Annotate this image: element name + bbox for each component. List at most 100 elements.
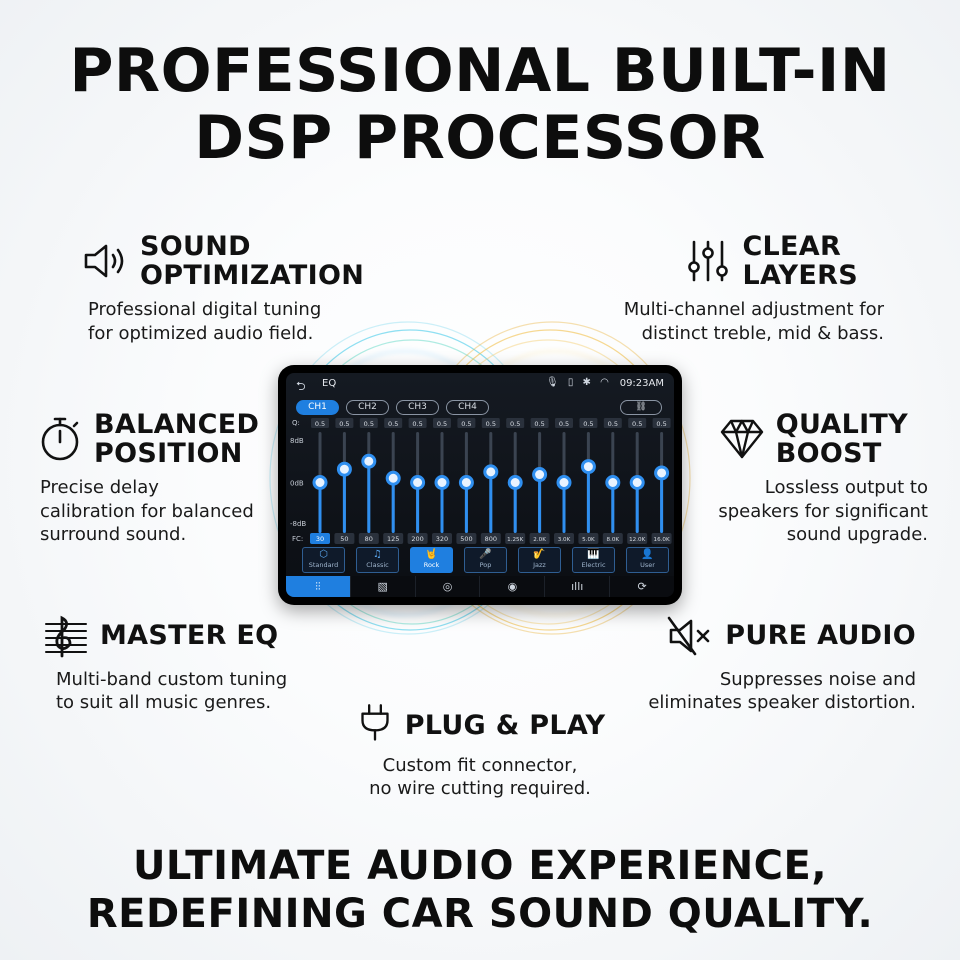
fc-value-box[interactable]: [456, 533, 477, 544]
feature-title-line: SOUND: [140, 231, 251, 262]
slider-knob[interactable]: [385, 470, 401, 486]
q-value-box[interactable]: [628, 418, 647, 428]
q-value-box[interactable]: [359, 418, 378, 428]
clock: 09:23AM: [619, 378, 664, 389]
fc-value-box[interactable]: [529, 533, 550, 544]
nav-eq-icon[interactable]: ⫶⫶: [286, 576, 350, 597]
fc-value: 50: [340, 535, 348, 543]
preset-standard[interactable]: ⬡Standard: [302, 547, 345, 573]
preset-electric[interactable]: 🎹Electric: [572, 547, 615, 573]
nav-speaker-layout-icon[interactable]: ▧: [349, 576, 415, 597]
feature-description: Suppresses noise and eliminates speaker …: [648, 669, 916, 714]
fc-value-box[interactable]: [651, 533, 672, 544]
fc-value-box[interactable]: [358, 533, 379, 544]
q-value-box[interactable]: [311, 418, 329, 428]
q-value-box[interactable]: [481, 418, 500, 428]
link-channels-button[interactable]: ⛓: [620, 400, 662, 415]
q-value: 0.5: [486, 420, 496, 428]
slider-knob[interactable]: [629, 475, 645, 490]
preset-classic[interactable]: ♫Classic: [356, 547, 399, 573]
fc-value: 2.0K: [533, 537, 546, 543]
nav-position-icon[interactable]: ◉: [479, 576, 544, 597]
music-staff-icon: [42, 612, 90, 660]
mute-icon: [667, 612, 715, 660]
preset-jazz[interactable]: 🎷Jazz: [518, 547, 561, 573]
preset-label: Classic: [366, 561, 389, 569]
slider-knob[interactable]: [410, 475, 426, 490]
q-value: 0.5: [559, 420, 569, 428]
db-scale-label: 0dB: [290, 480, 304, 488]
channel-tab-ch2[interactable]: CH2: [346, 400, 389, 415]
preset-bar: ⬡Standard ♫Classic 🤘Rock 🎤Pop 🎷Jazz 🎹Electric…: [302, 547, 669, 573]
back-icon[interactable]: ⮌: [296, 379, 306, 393]
fc-value-box[interactable]: [432, 533, 452, 544]
channel-tab-ch1[interactable]: CH1: [296, 400, 339, 415]
slider-fill: [489, 471, 493, 533]
slider-knob[interactable]: [483, 464, 499, 480]
q-value-box[interactable]: [506, 418, 525, 428]
nav-reset-icon[interactable]: ⟳: [609, 576, 674, 597]
feature-clear-layers: CLEAR LAYERS Multi-channel adjustment fo…: [624, 232, 884, 345]
feature-description: Lossless output to speakers for signific…: [718, 477, 928, 546]
eq-band-sliders: Q:8dB0dB-8dBFC:0.5300.5500.5800.51250.52…: [290, 418, 672, 544]
fc-value-box[interactable]: [602, 533, 623, 544]
status-icons: 🎙 ▯ ✱ ◠: [546, 377, 612, 388]
preset-rock[interactable]: 🤘Rock: [410, 547, 453, 573]
q-value-box[interactable]: [384, 418, 403, 428]
fc-value-box[interactable]: [310, 533, 330, 544]
preset-user[interactable]: 👤User: [626, 547, 669, 573]
fc-value: 30: [316, 535, 324, 543]
speaker-icon: [82, 237, 130, 285]
q-value: 0.5: [583, 420, 593, 428]
slider-fill: [635, 482, 639, 533]
slider-knob[interactable]: [336, 461, 352, 477]
slider-fill: [538, 474, 542, 533]
q-value-box[interactable]: [408, 418, 427, 428]
nav-speaker-icon[interactable]: ◎: [414, 576, 480, 597]
db-scale-label: 8dB: [290, 437, 304, 445]
feature-title-line: BOOST: [775, 438, 882, 470]
q-value-box[interactable]: [530, 418, 549, 428]
slider-knob[interactable]: [507, 475, 523, 490]
fc-value-box[interactable]: [505, 533, 526, 544]
q-value-box[interactable]: [579, 418, 598, 428]
slider-fill: [416, 482, 420, 533]
fc-value-box[interactable]: [334, 533, 355, 544]
slider-knob[interactable]: [532, 467, 548, 483]
slider-knob[interactable]: [580, 459, 596, 475]
slider-knob[interactable]: [556, 475, 572, 490]
slider-knob[interactable]: [312, 475, 328, 490]
plug-icon: [355, 702, 395, 750]
slider-knob[interactable]: [361, 453, 377, 469]
fc-value-box[interactable]: [578, 533, 599, 544]
channel-tab-ch3[interactable]: CH3: [396, 400, 439, 415]
fc-value-box[interactable]: [554, 533, 574, 544]
fc-value-box[interactable]: [627, 533, 648, 544]
q-value: 0.5: [315, 420, 325, 428]
q-value: 0.5: [534, 420, 544, 428]
fc-value: 125: [387, 535, 399, 543]
fc-value-box[interactable]: [383, 533, 404, 544]
preset-label: Pop: [479, 561, 492, 569]
q-value-box[interactable]: [433, 418, 451, 428]
q-value-box[interactable]: [555, 418, 573, 428]
fc-value-box[interactable]: [407, 533, 428, 544]
feature-master-eq: MASTER EQ Multi-band custom tuning to su…: [42, 612, 287, 715]
nav-waveform-icon[interactable]: ıllı: [544, 576, 609, 597]
slider-knob[interactable]: [458, 475, 474, 490]
q-value-box[interactable]: [652, 418, 671, 428]
fc-value-box[interactable]: [480, 533, 501, 544]
channel-tab-ch4[interactable]: CH4: [446, 400, 489, 415]
preset-icon: ♫: [373, 549, 382, 560]
slider-fill: [391, 478, 395, 533]
q-value: 0.5: [461, 420, 471, 428]
q-value-box[interactable]: [335, 418, 354, 428]
slider-knob[interactable]: [605, 475, 621, 490]
q-value-box[interactable]: [603, 418, 622, 428]
preset-label: Jazz: [533, 561, 546, 569]
slider-knob[interactable]: [434, 475, 450, 490]
slider-knob[interactable]: [654, 465, 670, 481]
preset-pop[interactable]: 🎤Pop: [464, 547, 507, 573]
diamond-icon: [718, 415, 766, 463]
q-value-box[interactable]: [457, 418, 476, 428]
